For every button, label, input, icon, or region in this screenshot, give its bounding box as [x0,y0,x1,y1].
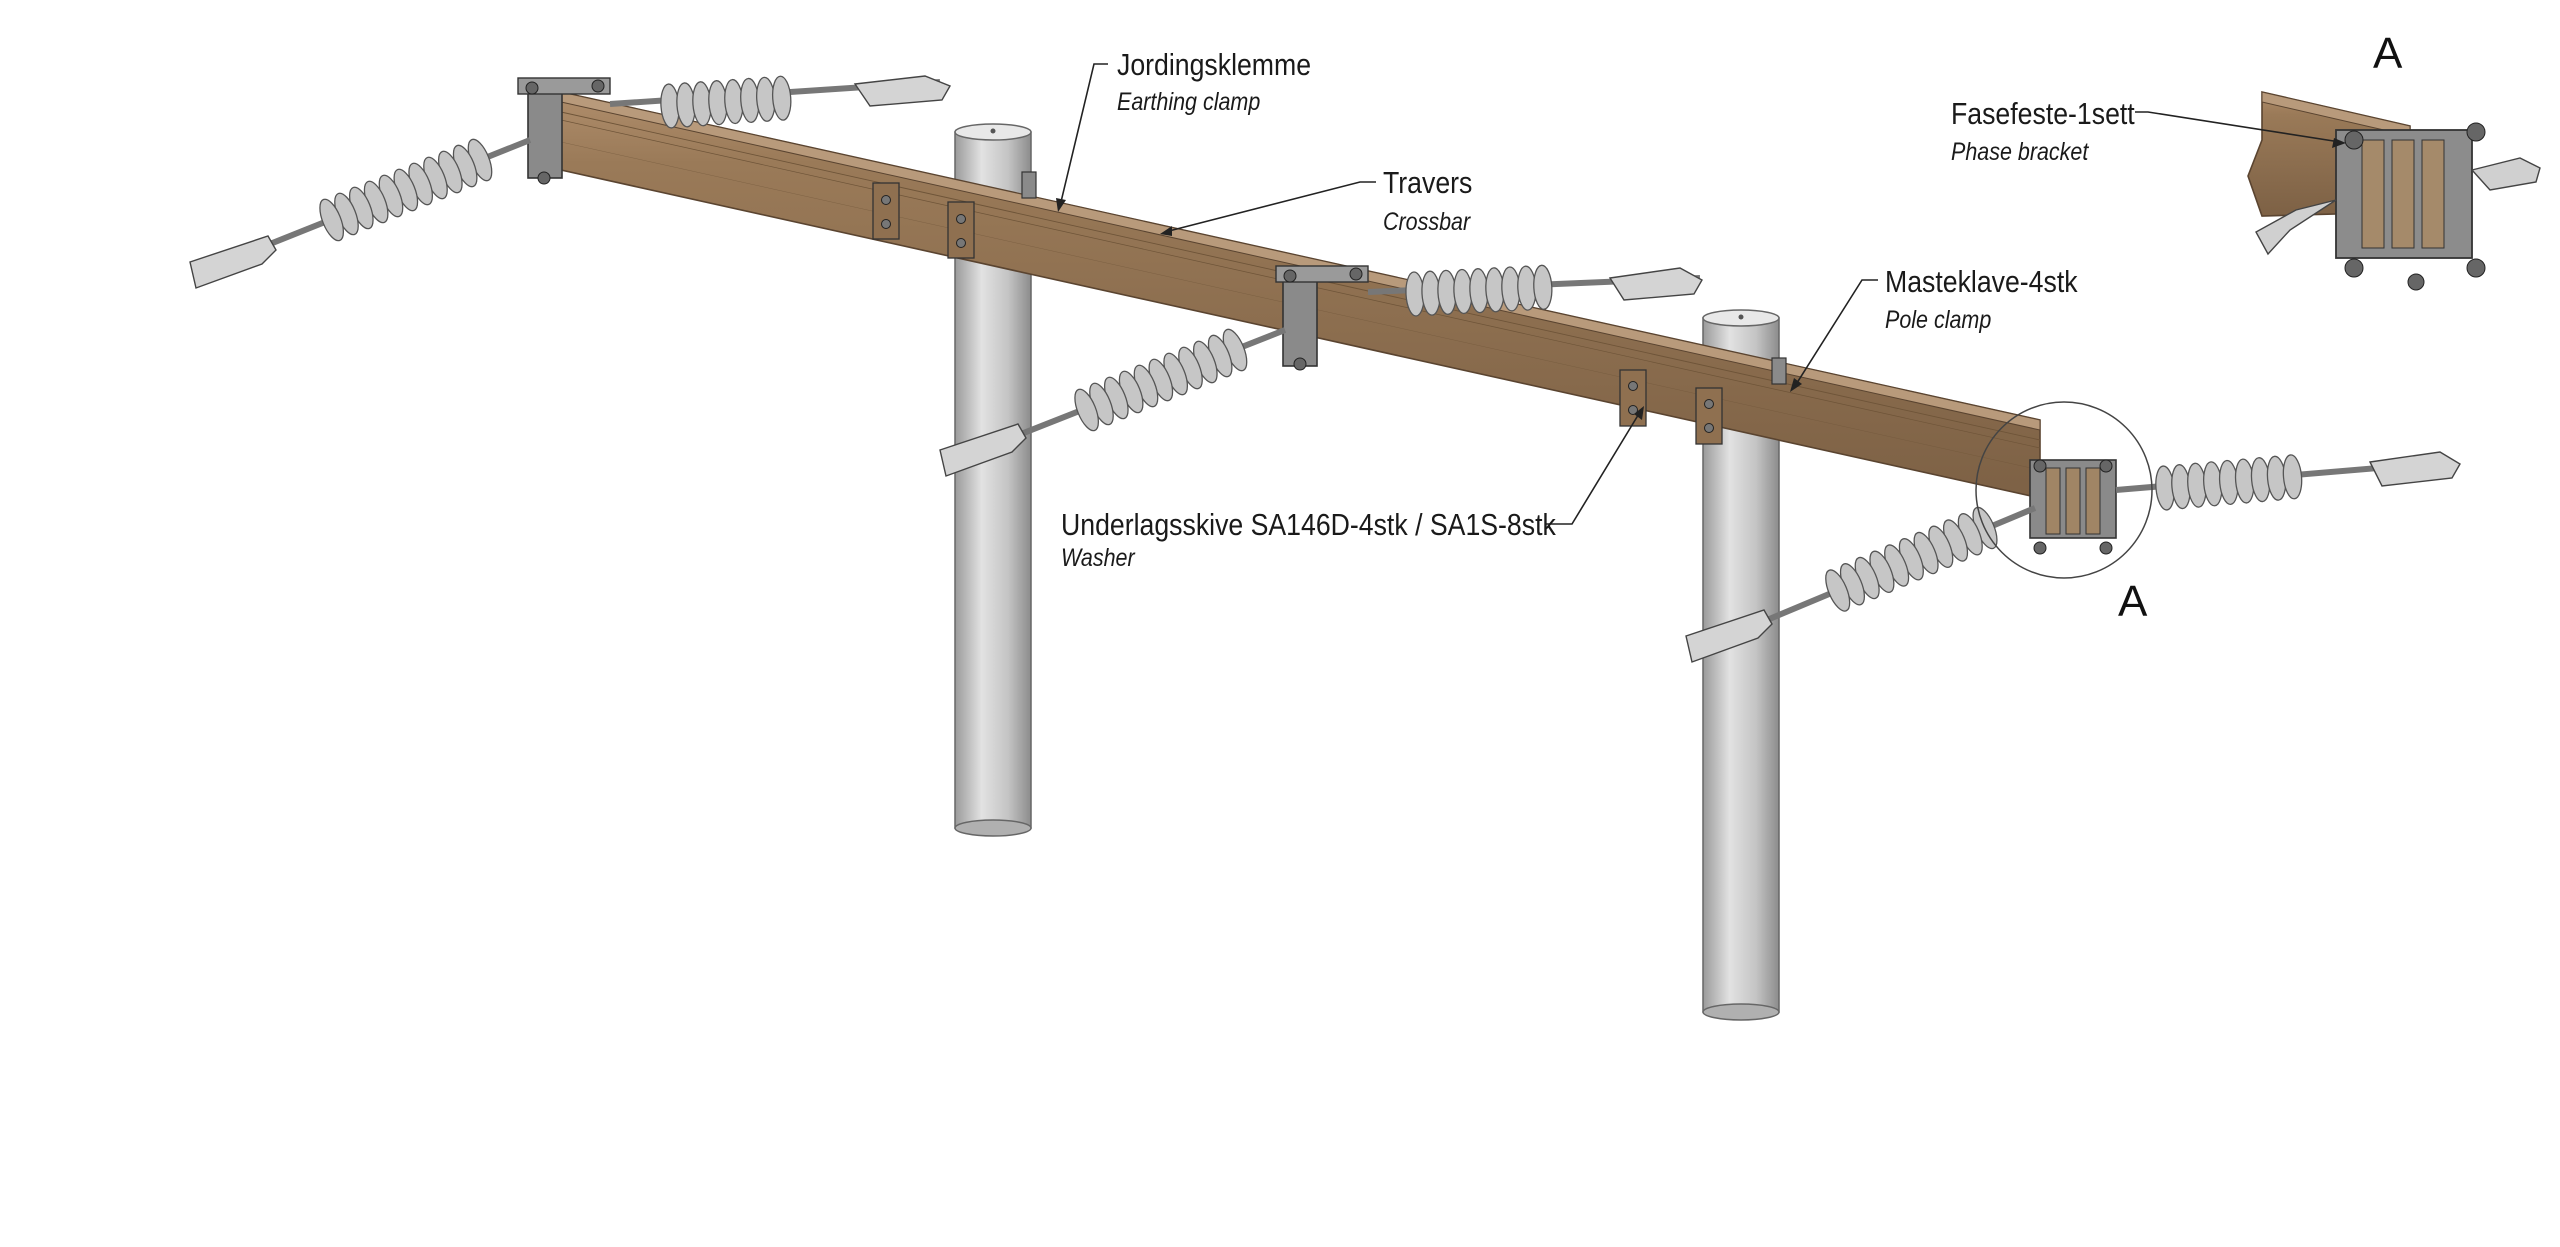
callout-travers-name: Travers [1383,166,1472,200]
callout-masteklave: Masteklave-4stk Pole clamp [1885,265,2078,333]
callout-masteklave-translation: Pole clamp [1885,305,1991,333]
callout-underlagsskive-translation: Washer [1061,543,1136,571]
insulator-string-left-upper [609,74,952,130]
insulator-string-right-lower [1685,503,2037,663]
callout-travers: Travers Crossbar [1383,166,1472,235]
detail-marker-letter: A [2118,577,2148,626]
callout-masteklave-name: Masteklave-4stk [1885,265,2078,299]
callout-jordingsklemme-name: Jordingsklemme [1117,48,1311,82]
callout-jordingsklemme-translation: Earthing clamp [1117,87,1260,115]
detail-insulator-ends [2255,157,2541,256]
pole-clamp-left [872,171,1037,259]
phase-bracket-right [2029,459,2117,555]
detail-view: A [2247,29,2541,291]
callout-underlagsskive-name: Underlagsskive SA146D-4stk / SA1S-8stk [1061,508,1556,542]
insulator-string-middle-lower [939,325,1287,477]
insulator-string-left-lower [189,135,532,289]
callout-jordingsklemme: Jordingsklemme Earthing clamp [1117,48,1311,115]
callout-fasefeste-name: Fasefeste-1sett [1951,97,2135,131]
phase-bracket-left [517,77,611,185]
callout-fasefeste: Fasefeste-1sett Phase bracket [1951,97,2135,165]
insulator-string-middle-upper [1367,264,1703,318]
leader-lines [1056,63,2346,525]
insulator-string-right-upper [2115,451,2461,512]
callout-underlagsskive: Underlagsskive SA146D-4stk / SA1S-8stk W… [1061,508,1556,571]
detail-phase-bracket [2335,122,2486,291]
callout-travers-translation: Crossbar [1383,207,1471,235]
phase-bracket-middle [1275,265,1369,371]
detail-view-letter: A [2373,29,2403,78]
callout-fasefeste-translation: Phase bracket [1951,137,2090,165]
detail-marker: A [1975,401,2153,626]
